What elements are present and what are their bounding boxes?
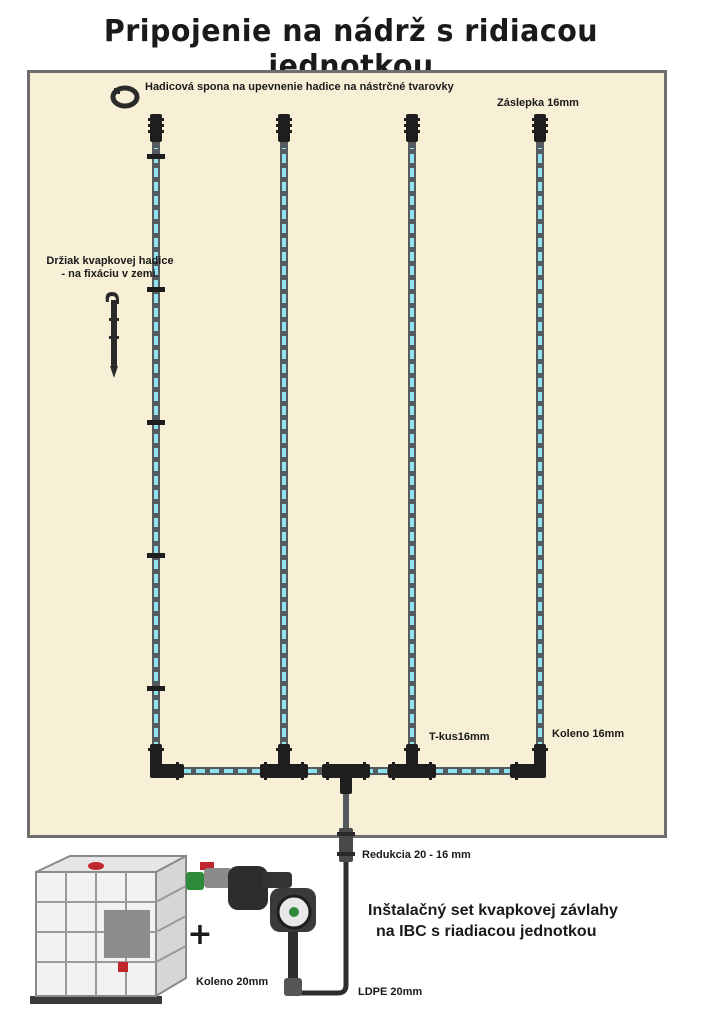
center-tee-fitting: [322, 762, 370, 794]
label-hose-holder: Držiak kvapkovej hadice - na fixáciu v z…: [40, 255, 180, 281]
label-elbow-20: Koleno 20mm: [196, 976, 269, 988]
page-title: Pripojenie na nádrž s ridiacou jednotkou: [103, 14, 599, 84]
plus-sign: +: [187, 917, 212, 952]
ibc-tank-icon: [30, 854, 187, 1004]
kit-description: Inštalačný set kvapkovej závlahy na IBC …: [368, 900, 688, 942]
supply-pipe: [300, 794, 355, 996]
diagram-panel: [27, 70, 667, 838]
elbow-fitting-left: [148, 744, 184, 780]
label-ldpe: LDPE 20mm: [358, 986, 423, 998]
drip-line-4: [536, 140, 544, 752]
kit-line-2: na IBC s riadiacou jednotkou: [376, 923, 597, 940]
label-hose-clamp: Hadicová spona na upevnenie hadice na ná…: [145, 81, 454, 93]
kit-line-1: Inštalačný set kvapkovej závlahy: [368, 902, 618, 919]
hose-holder-clips: [147, 154, 165, 691]
label-hose-holder-line1: Držiak kvapkovej hadice: [46, 255, 174, 267]
label-elbow-16: Koleno 16mm: [552, 728, 625, 740]
label-reduction: Redukcia 20 - 16 mm: [362, 849, 471, 861]
drip-hose-stake-icon: [105, 292, 119, 378]
tee-fitting: [260, 744, 436, 780]
elbow-fitting-right: [510, 744, 548, 780]
irrigation-controller-icon: [186, 862, 316, 996]
end-cap-icon: [148, 114, 548, 142]
drip-line-3: [408, 140, 416, 752]
drip-line-2: [280, 140, 288, 752]
label-tee: T-kus16mm: [429, 731, 490, 743]
drip-line-1: [152, 140, 160, 752]
label-end-cap: Záslepka 16mm: [497, 97, 579, 109]
hose-clamp-icon: [110, 85, 140, 109]
label-hose-holder-line2: - na fixáciu v zemi.: [61, 268, 159, 280]
